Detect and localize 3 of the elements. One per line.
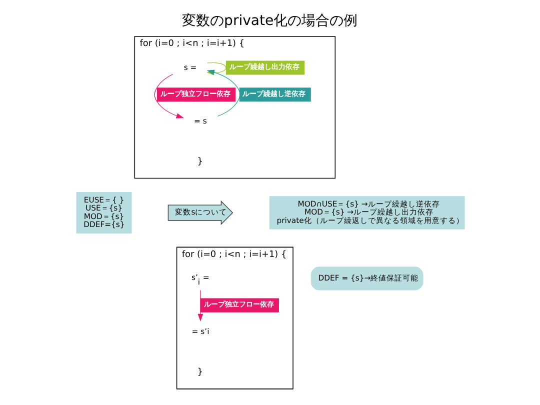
arrow xyxy=(197,290,203,322)
diagram-title: 変数のprivate化の場合の例 xyxy=(182,12,358,29)
arrow xyxy=(154,74,184,118)
